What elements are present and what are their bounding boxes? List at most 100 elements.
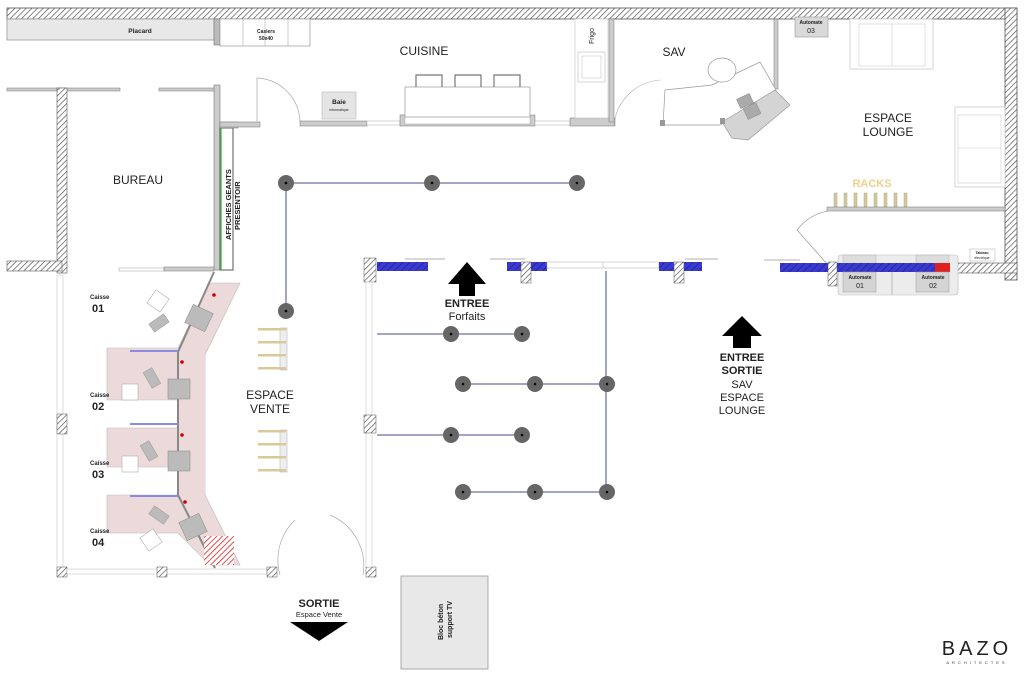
logo-sub: ARCHITECTES bbox=[946, 660, 1007, 665]
logo-name: BAZO bbox=[942, 638, 1012, 660]
bloc-sublabel: support TV bbox=[447, 601, 454, 638]
lounge-door bbox=[796, 210, 829, 266]
caisse-01-label: Caisse bbox=[90, 295, 110, 301]
pillar-lounge bbox=[827, 261, 838, 287]
caisse-04: Caisse 04 bbox=[90, 529, 110, 549]
sav-desk bbox=[660, 57, 791, 141]
post bbox=[443, 326, 459, 342]
baie-label: Baie bbox=[332, 99, 346, 106]
glass-wall-forfaits bbox=[377, 262, 428, 271]
casiers-size: 50x40 bbox=[259, 36, 273, 42]
entree-forfaits-sub: Forfaits bbox=[449, 311, 486, 323]
bureau-wall-left bbox=[56, 87, 68, 274]
placard-label: Placard bbox=[128, 28, 152, 35]
sortie-doors bbox=[277, 514, 365, 576]
room-label-sav: SAV bbox=[662, 45, 685, 59]
bloc-beton: Bloc béton support TV bbox=[400, 575, 489, 670]
cuisine-window-1 bbox=[366, 120, 401, 126]
sortie-sav-label: SORTIE bbox=[722, 365, 763, 377]
pillar-front-centre bbox=[520, 261, 532, 284]
sortie-label: SORTIE bbox=[299, 598, 340, 610]
cuisine-wall-mid bbox=[299, 120, 368, 127]
caisse-04-label: Caisse bbox=[90, 529, 110, 535]
lounge-sofa-top bbox=[849, 18, 934, 70]
vente-shelf-bottom bbox=[258, 429, 288, 473]
casiers-label: Casiers bbox=[257, 29, 275, 35]
post bbox=[424, 175, 440, 191]
caisse-02: Caisse 02 bbox=[90, 393, 110, 413]
post bbox=[514, 326, 530, 342]
post bbox=[443, 427, 459, 443]
post bbox=[278, 175, 294, 191]
entree-sortie-sav: ENTREE SORTIE SAV ESPACE LOUNGE bbox=[719, 316, 765, 417]
pillar-vente-right bbox=[363, 414, 377, 434]
room-label-lounge-1: ESPACE bbox=[864, 111, 912, 125]
post bbox=[455, 484, 471, 500]
entree-sav-label: ENTREE bbox=[720, 352, 765, 364]
caisse-03-num: 03 bbox=[92, 469, 104, 481]
pillar-front-right bbox=[673, 261, 685, 284]
entree-forfaits-label: ENTREE bbox=[445, 298, 490, 310]
entree-sav-sub-1: SAV bbox=[731, 379, 753, 391]
cuisine-window-2 bbox=[534, 120, 571, 126]
automate-02-num: 02 bbox=[929, 283, 937, 290]
frigo-label: Frigo bbox=[589, 28, 596, 44]
sortie-sub: Espace Vente bbox=[296, 610, 342, 619]
bazo-logo: BAZO ARCHITECTES bbox=[942, 638, 1012, 665]
automate-02: Automate 02 bbox=[915, 271, 950, 293]
queue-posts bbox=[278, 175, 615, 500]
racks-label: RACKS bbox=[852, 178, 891, 190]
room-label-vente-2: VENTE bbox=[250, 402, 290, 416]
presentoir-label: PRESENTOIR bbox=[233, 181, 242, 230]
sortie-espace-vente: SORTIE Espace Vente bbox=[290, 598, 348, 641]
entree-sav-sub-2: ESPACE bbox=[720, 392, 764, 404]
affiches-presentoir: AFFICHES GEANTS PRESENTOIR bbox=[219, 121, 242, 271]
glass-wall-lounge-left bbox=[780, 263, 828, 272]
caisse-03-label: Caisse bbox=[90, 461, 110, 467]
tableau-electrique: Tableau électrique bbox=[969, 248, 996, 262]
caisse-04-num: 04 bbox=[92, 537, 105, 549]
cash-counter bbox=[106, 271, 241, 569]
entree-sav-sub-3: LOUNGE bbox=[719, 405, 765, 417]
wall-automate-right bbox=[949, 262, 1018, 274]
alarm-red-block bbox=[935, 263, 950, 272]
automate-01: Automate 01 bbox=[842, 271, 877, 293]
baie-informatique: Baie informatique bbox=[321, 91, 357, 120]
post bbox=[455, 376, 471, 392]
vente-shelf-top bbox=[258, 327, 288, 371]
automate-02-label: Automate bbox=[921, 275, 944, 281]
tableau-label: Tableau bbox=[976, 251, 989, 255]
bureau-wall-bottom-hatch bbox=[6, 260, 63, 272]
lounge-sofa-right bbox=[954, 106, 1006, 188]
cuisine-wall-left bbox=[219, 121, 261, 128]
automate-03-num: 03 bbox=[807, 28, 815, 35]
sav-wall-right bbox=[773, 18, 779, 90]
arrow-up-icon bbox=[448, 262, 486, 296]
casiers: Casiers 50x40 bbox=[219, 18, 311, 47]
pillar-vente-left bbox=[56, 413, 68, 435]
caisse-03: Caisse 03 bbox=[90, 461, 110, 481]
post bbox=[278, 303, 294, 319]
automate-03: Automate 03 bbox=[794, 16, 829, 38]
glass-wall-automates bbox=[837, 263, 935, 272]
bureau-wall-right bbox=[213, 84, 221, 271]
bloc-label: Bloc béton bbox=[438, 604, 445, 640]
caisse-02-label: Caisse bbox=[90, 393, 110, 399]
room-label-lounge-2: LOUNGE bbox=[863, 125, 914, 139]
pillar-front-left bbox=[363, 257, 377, 283]
post bbox=[599, 484, 615, 500]
arrow-up-icon bbox=[722, 316, 762, 348]
caisse-01: Caisse 01 bbox=[90, 295, 110, 315]
post bbox=[569, 175, 585, 191]
entree-forfaits: ENTREE Forfaits bbox=[445, 262, 490, 323]
post bbox=[527, 376, 543, 392]
cuisine-table bbox=[404, 74, 531, 118]
placard: Placard bbox=[6, 18, 221, 46]
cuisine-door-swing bbox=[256, 77, 301, 123]
exterior-wall-top bbox=[6, 7, 1018, 20]
racks-wall bbox=[826, 206, 1006, 212]
frigo: Frigo bbox=[574, 18, 615, 123]
affiches-label: AFFICHES GEANTS bbox=[224, 169, 233, 240]
sav-door-swing bbox=[613, 79, 661, 126]
automate-03-label: Automate bbox=[799, 20, 822, 26]
